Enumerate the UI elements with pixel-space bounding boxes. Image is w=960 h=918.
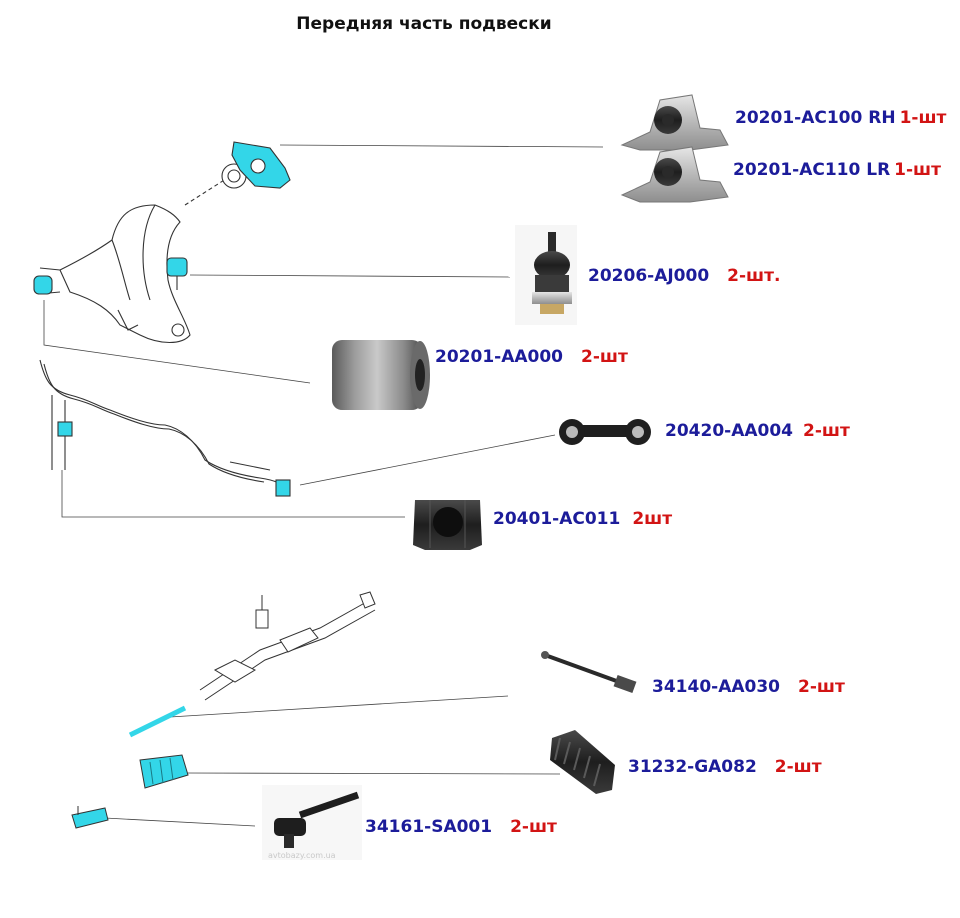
part-number: 20401-AC011: [493, 509, 621, 529]
leader-line: [279, 144, 604, 148]
part-number: 31232-GA082: [628, 757, 757, 777]
leader-line: [189, 274, 511, 278]
photo-outer-tie-rod: avtobazy.com.ua: [262, 785, 362, 860]
leader-line: [104, 817, 256, 827]
part-number: 20201-AC110 LR: [733, 160, 891, 180]
photo-stabilizer-bushing: [413, 500, 482, 550]
highlight-ball-joint: [166, 257, 188, 277]
leader-line: [43, 300, 311, 384]
photo-ball-joint: [515, 225, 577, 325]
steering-rack-drawing: [71, 591, 376, 829]
leader-line: [169, 695, 509, 718]
photo-bushing-lr: [620, 146, 729, 203]
control-arm-drawing: [33, 141, 291, 344]
leader-line: [299, 434, 556, 486]
part-label-p3: 20206-AJ000 2-шт.: [588, 266, 780, 286]
highlight-outer-tie-rod: [71, 807, 109, 829]
leader-line: [184, 772, 561, 775]
part-qty: 2-шт: [803, 421, 850, 441]
highlight-stabilizer-link: [275, 479, 291, 497]
part-qty: 2-шт: [774, 757, 822, 777]
part-number: 34161-SA001: [365, 817, 493, 837]
part-number: 20201-AA000: [435, 347, 563, 367]
part-number: 34140-AA030: [652, 677, 780, 697]
shaft-line: [184, 169, 241, 206]
photo-rack-boot: [550, 730, 615, 794]
part-label-p4: 20201-AA000 2-шт: [435, 347, 628, 367]
part-number: 20206-AJ000: [588, 266, 710, 286]
part-qty: 2шт: [632, 509, 673, 529]
part-qty: 2-шт: [510, 817, 557, 837]
part-label-p9: 34161-SA001 2-шт: [365, 817, 557, 837]
highlight-inner-tie-rod: [128, 705, 187, 738]
part-label-p6: 20401-AC011 2шт: [493, 509, 672, 529]
part-qty: 1-шт: [894, 160, 941, 180]
photo-inner-tie-rod: [541, 651, 637, 694]
part-label-p8: 31232-GA082 2-шт: [628, 757, 822, 777]
part-qty: 2-шт: [798, 677, 845, 697]
page-title: Передняя часть подвески: [296, 14, 552, 34]
highlight-stabilizer-bushing: [57, 421, 73, 437]
part-number: 20201-AC100 RH: [735, 108, 896, 128]
photo-silent-block: [332, 340, 430, 410]
stabilizer-bar-drawing: [39, 359, 291, 497]
part-label-p5: 20420-AA004 2-шт: [665, 421, 850, 441]
part-label-p7: 34140-AA030 2-шт: [652, 677, 845, 697]
leader-line: [61, 470, 405, 518]
part-number: 20420-AA004: [665, 421, 793, 441]
photo-bushing-rh: [620, 94, 729, 151]
watermark: avtobazy.com.ua: [268, 851, 336, 860]
part-qty: 2-шт.: [727, 266, 781, 286]
photo-stabilizer-link: [559, 419, 651, 445]
highlight-rack-boot: [139, 754, 189, 789]
leader-lines: [43, 144, 604, 827]
highlight-front-bushing: [33, 275, 53, 295]
part-qty: 1-шт: [899, 108, 947, 128]
part-qty: 2-шт: [581, 347, 628, 367]
